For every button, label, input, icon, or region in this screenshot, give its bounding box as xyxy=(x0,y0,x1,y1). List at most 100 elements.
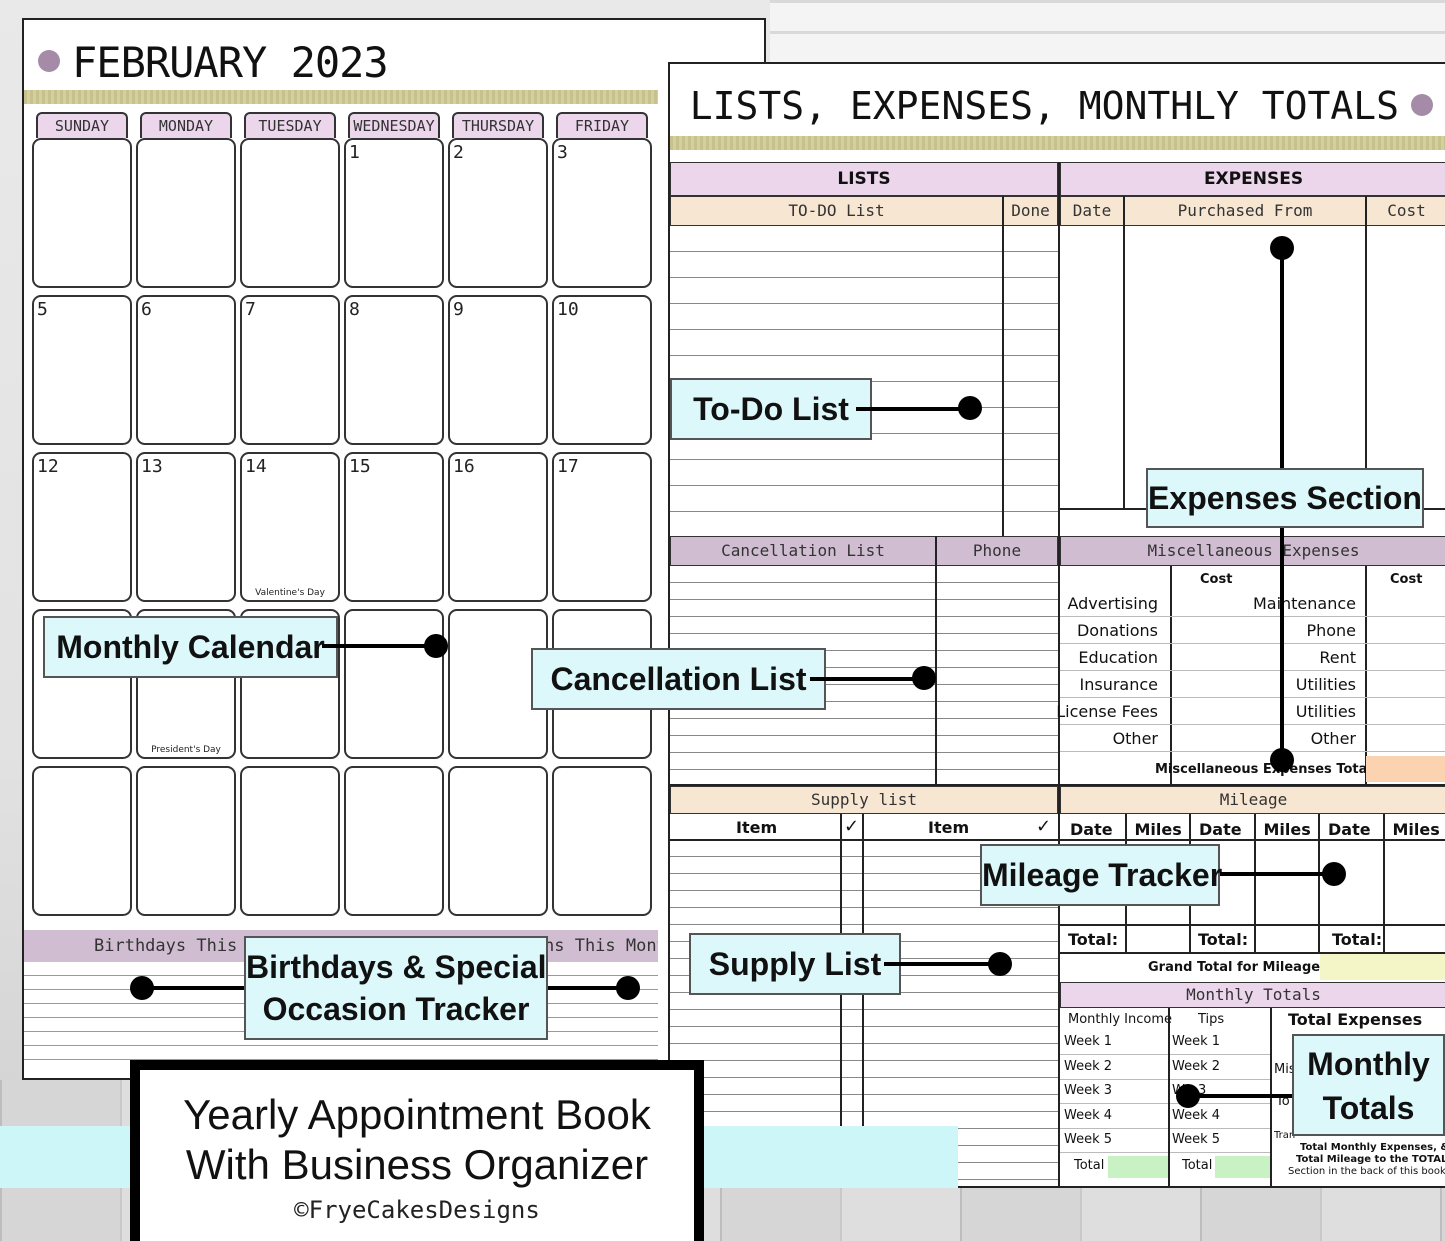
callout-todo-dot-icon xyxy=(958,396,982,420)
mileage-column-divider xyxy=(1382,814,1385,952)
misc-expense-label: Maintenance xyxy=(1252,594,1356,613)
calendar-day-cell[interactable]: 8 xyxy=(344,295,444,445)
callout-birthdays-pointer-right xyxy=(548,986,620,990)
calendar-day-cell[interactable] xyxy=(344,766,444,916)
day-header-monday: MONDAY xyxy=(140,112,232,138)
todo-divider xyxy=(1002,196,1004,536)
calendar-day-cell[interactable] xyxy=(32,138,132,288)
mileage-totals-line xyxy=(1060,924,1445,926)
mileage-header: Mileage xyxy=(1060,786,1445,814)
calendar-day-cell[interactable] xyxy=(240,766,340,916)
total-income-field[interactable] xyxy=(1108,1156,1168,1178)
done-column-header: Done xyxy=(1003,196,1058,226)
expense-date-header: Date xyxy=(1060,196,1124,226)
day-header-friday: FRIDAY xyxy=(556,112,648,138)
day-header-tuesday: TUESDAY xyxy=(244,112,336,138)
misc-expense-label: Other xyxy=(1310,729,1356,748)
calendar-page: FEBRUARY 2023 SUNDAY MONDAY TUESDAY WEDN… xyxy=(22,18,766,1080)
calendar-day-cell[interactable]: 2 xyxy=(448,138,548,288)
misc-row-line xyxy=(1060,751,1445,752)
calendar-day-cell[interactable]: 13 xyxy=(136,452,236,602)
callout-birthdays-line-2: Occasion Tracker xyxy=(262,991,530,1027)
callout-totals-pointer xyxy=(1196,1094,1294,1098)
supply-check-icon-2: ✓ xyxy=(1036,816,1052,837)
calendar-day-cell[interactable] xyxy=(448,766,548,916)
phone-header: Phone xyxy=(936,536,1058,566)
mileage-column-divider xyxy=(1318,814,1320,952)
misc-bottom-line xyxy=(670,784,1445,786)
footnote-line-1: Total Monthly Expenses, & xyxy=(1300,1142,1445,1153)
calendar-day-cell[interactable]: 9 xyxy=(448,295,548,445)
misc-total-field[interactable] xyxy=(1366,756,1445,782)
mileage-header-line xyxy=(1060,839,1445,841)
presidents-day-note: President's Day xyxy=(151,745,221,755)
calendar-day-cell[interactable] xyxy=(136,138,236,288)
footnote-line-3: Section in the back of this book. xyxy=(1288,1166,1445,1177)
grand-total-mileage-field[interactable] xyxy=(1320,954,1445,980)
planner-divider xyxy=(670,136,1445,150)
total-expenses-header: Total Expenses xyxy=(1288,1010,1423,1029)
calendar-day-number: 14 xyxy=(245,456,267,477)
mileage-total-1: Total: xyxy=(1068,930,1119,949)
supply-divider-1 xyxy=(840,814,842,1186)
supply-list-header: Supply list xyxy=(670,786,1058,814)
mileage-column-divider xyxy=(1253,814,1256,952)
todo-column-header: TO-DO List xyxy=(670,196,1003,226)
expense-cost-header: Cost xyxy=(1366,196,1445,226)
callout-expenses-dot-top-icon xyxy=(1270,236,1294,260)
day-header-thursday: THURSDAY xyxy=(452,112,544,138)
calendar-day-cell[interactable] xyxy=(240,138,340,288)
calendar-day-cell[interactable]: 15 xyxy=(344,452,444,602)
misc-divider-1 xyxy=(1170,566,1172,784)
supply-header-line xyxy=(670,839,1058,841)
misc-expense-label: Insurance xyxy=(1079,675,1159,694)
cancellation-header: Cancellation List xyxy=(670,536,936,566)
grand-total-mileage-label: Grand Total for Mileage: xyxy=(1148,960,1326,975)
calendar-day-cell[interactable]: 17 xyxy=(552,452,652,602)
callout-todo-pointer xyxy=(856,407,966,411)
callout-birthdays-tracker: Birthdays & Special Occasion Tracker xyxy=(244,936,548,1040)
calendar-day-cell[interactable]: 1 xyxy=(344,138,444,288)
misc-total-label: Miscellaneous Expenses Total: xyxy=(1155,762,1378,777)
calendar-day-cell[interactable]: 10 xyxy=(552,295,652,445)
misc-expense-label: Rent xyxy=(1319,648,1356,667)
calendar-day-cell[interactable]: 5 xyxy=(32,295,132,445)
total-tips-field[interactable] xyxy=(1215,1156,1270,1178)
occasions-label: ns This Month xyxy=(544,936,658,956)
lists-header: LISTS xyxy=(670,162,1058,196)
callout-totals-line-1: Monthly xyxy=(1307,1046,1430,1082)
monthly-income-header: Monthly Income xyxy=(1068,1012,1173,1027)
tips-divider xyxy=(1270,1008,1272,1186)
callout-mileage-tracker: Mileage Tracker xyxy=(980,844,1222,906)
callout-expenses-dot-bottom-icon xyxy=(1270,748,1294,772)
calendar-day-number: 12 xyxy=(37,456,59,477)
calendar-day-cell[interactable] xyxy=(552,766,652,916)
callout-calendar-dot-icon xyxy=(424,634,448,658)
tips-header: Tips xyxy=(1198,1012,1225,1027)
banner-title-line-1: Yearly Appointment Book xyxy=(183,1091,651,1138)
calendar-day-cell[interactable]: 3 xyxy=(552,138,652,288)
expense-date-divider xyxy=(1123,196,1125,510)
product-banner: Yearly Appointment Book With Business Or… xyxy=(130,1060,704,1241)
calendar-day-number: 9 xyxy=(453,299,464,320)
calendar-day-cell[interactable]: 12 xyxy=(32,452,132,602)
income-row-line xyxy=(1060,1127,1270,1129)
calendar-day-cell[interactable] xyxy=(344,609,444,759)
banner-title-line-2: With Business Organizer xyxy=(185,1141,649,1188)
calendar-title: FEBRUARY 2023 xyxy=(72,38,389,87)
income-week-label: Week 4 xyxy=(1064,1107,1113,1123)
tips-week-3-tail: 3 xyxy=(1198,1083,1207,1098)
calendar-day-cell[interactable]: 7 xyxy=(240,295,340,445)
calendar-day-number: 13 xyxy=(141,456,163,477)
misc-expense-label: Other xyxy=(1112,729,1158,748)
calendar-day-cell[interactable] xyxy=(32,766,132,916)
calendar-day-cell[interactable]: 6 xyxy=(136,295,236,445)
calendar-day-cell[interactable] xyxy=(136,766,236,916)
calendar-day-cell[interactable]: 16 xyxy=(448,452,548,602)
misc-row-line xyxy=(1060,724,1445,725)
supply-check-icon-1: ✓ xyxy=(844,816,860,837)
tips-week-label: Week 4 xyxy=(1172,1107,1221,1123)
monthly-totals-header: Monthly Totals xyxy=(1060,982,1445,1008)
mileage-column-header: Miles xyxy=(1392,820,1440,839)
